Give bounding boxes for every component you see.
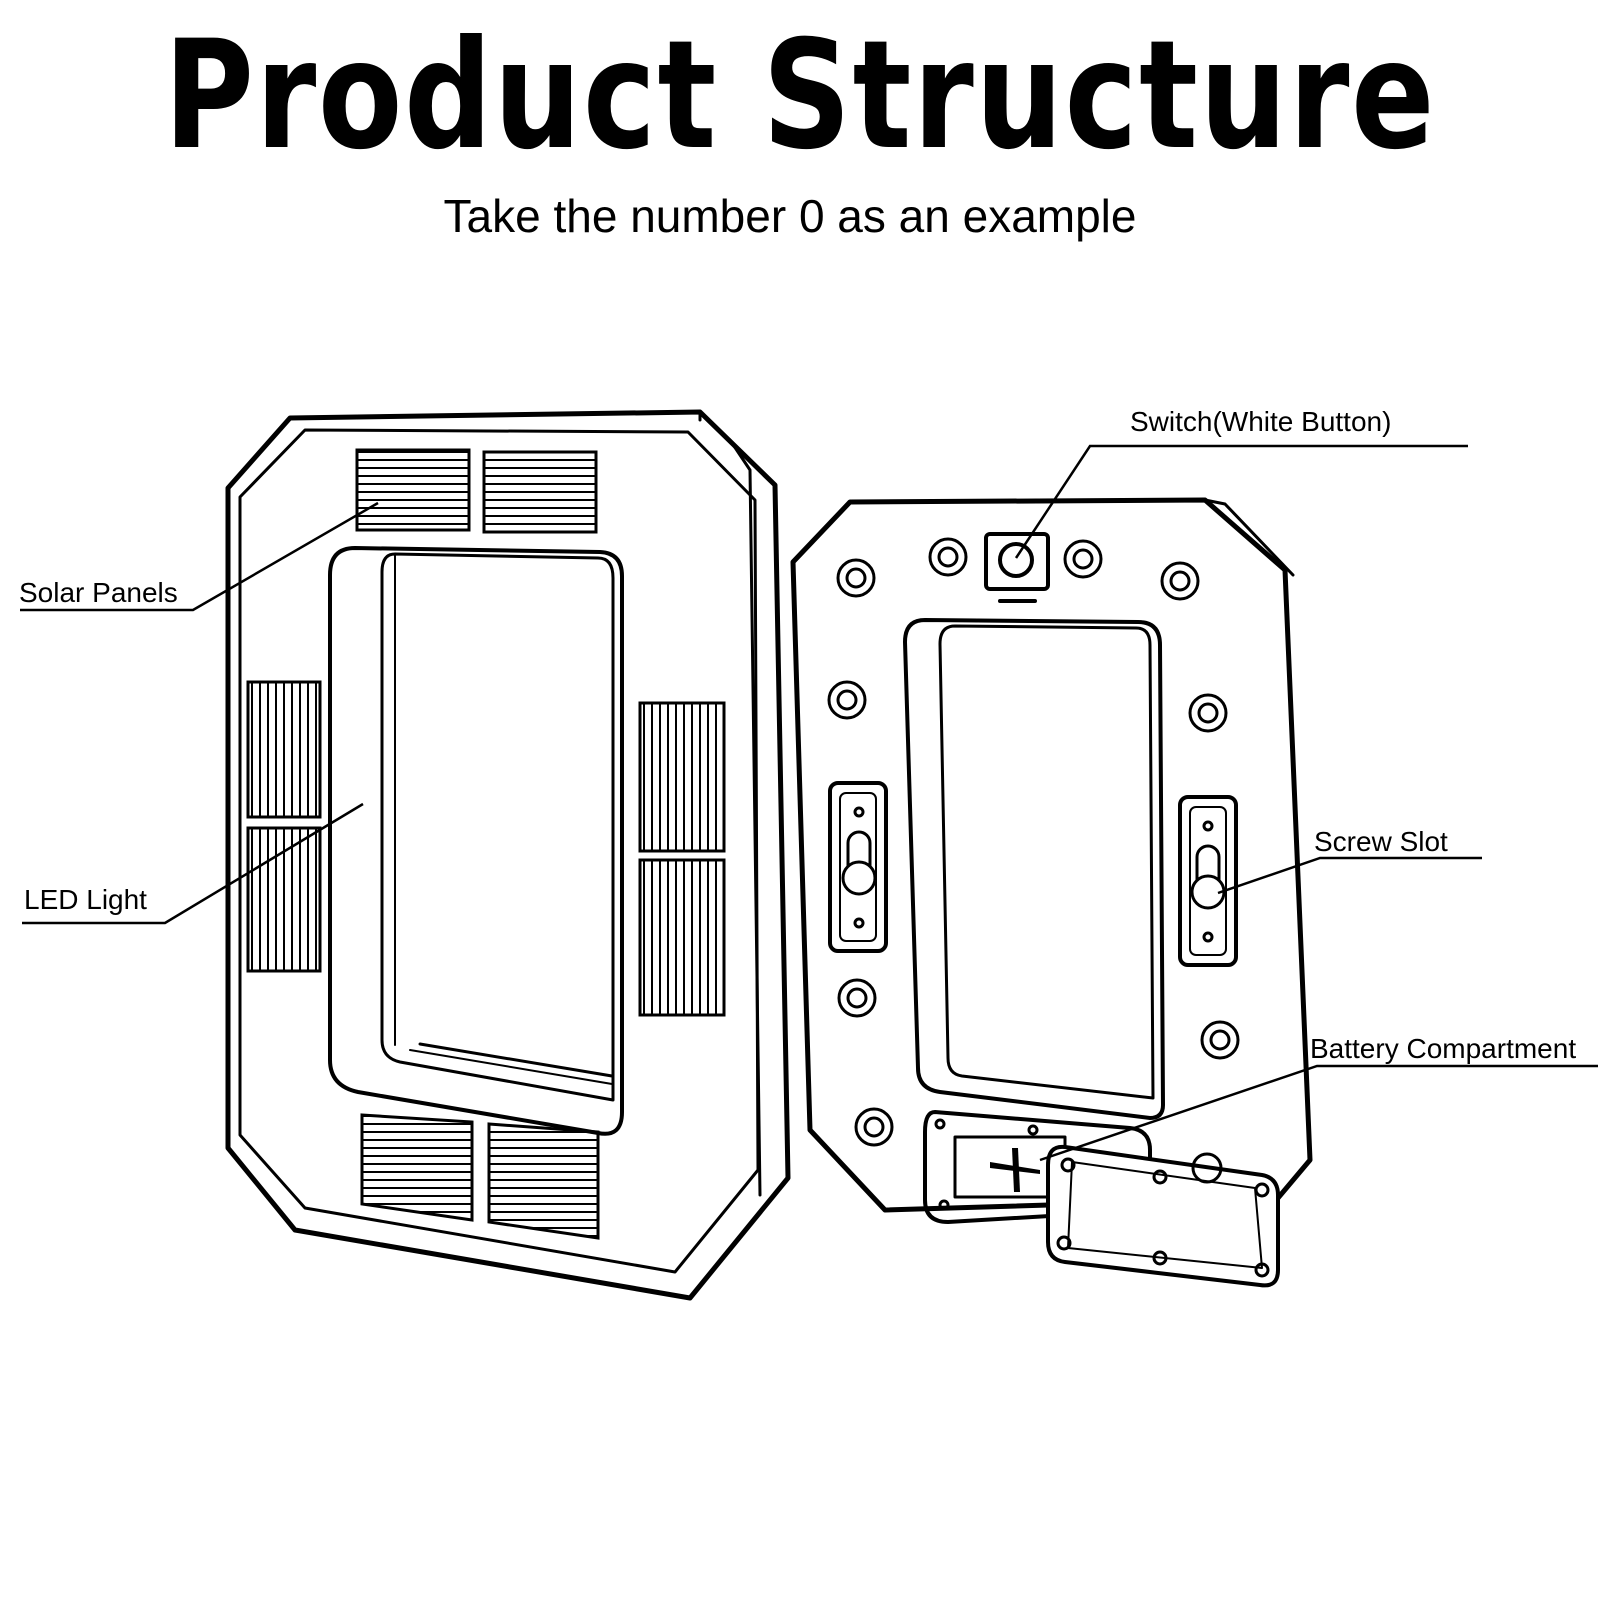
label-led-light: LED Light [24, 884, 147, 915]
front-panel [225, 409, 791, 1301]
switch-button[interactable] [998, 542, 1034, 578]
page-subtitle: Take the number 0 as an example [443, 190, 1137, 242]
screw-slot-details [841, 806, 1226, 943]
label-solar-panels: Solar Panels [19, 577, 178, 608]
solar-panel-cells [246, 448, 726, 1240]
hex-bolts [827, 537, 1240, 1184]
label-switch: Switch(White Button) [1130, 406, 1392, 437]
cover-screws [934, 1118, 1270, 1278]
battery-plus-icon [990, 1148, 1040, 1192]
callout-lines [20, 444, 1598, 1162]
page-title: Product Structure [163, 9, 1437, 183]
label-screw-slot: Screw Slot [1314, 826, 1448, 857]
label-battery-compartment: Battery Compartment [1310, 1033, 1577, 1064]
back-panel [790, 497, 1313, 1288]
